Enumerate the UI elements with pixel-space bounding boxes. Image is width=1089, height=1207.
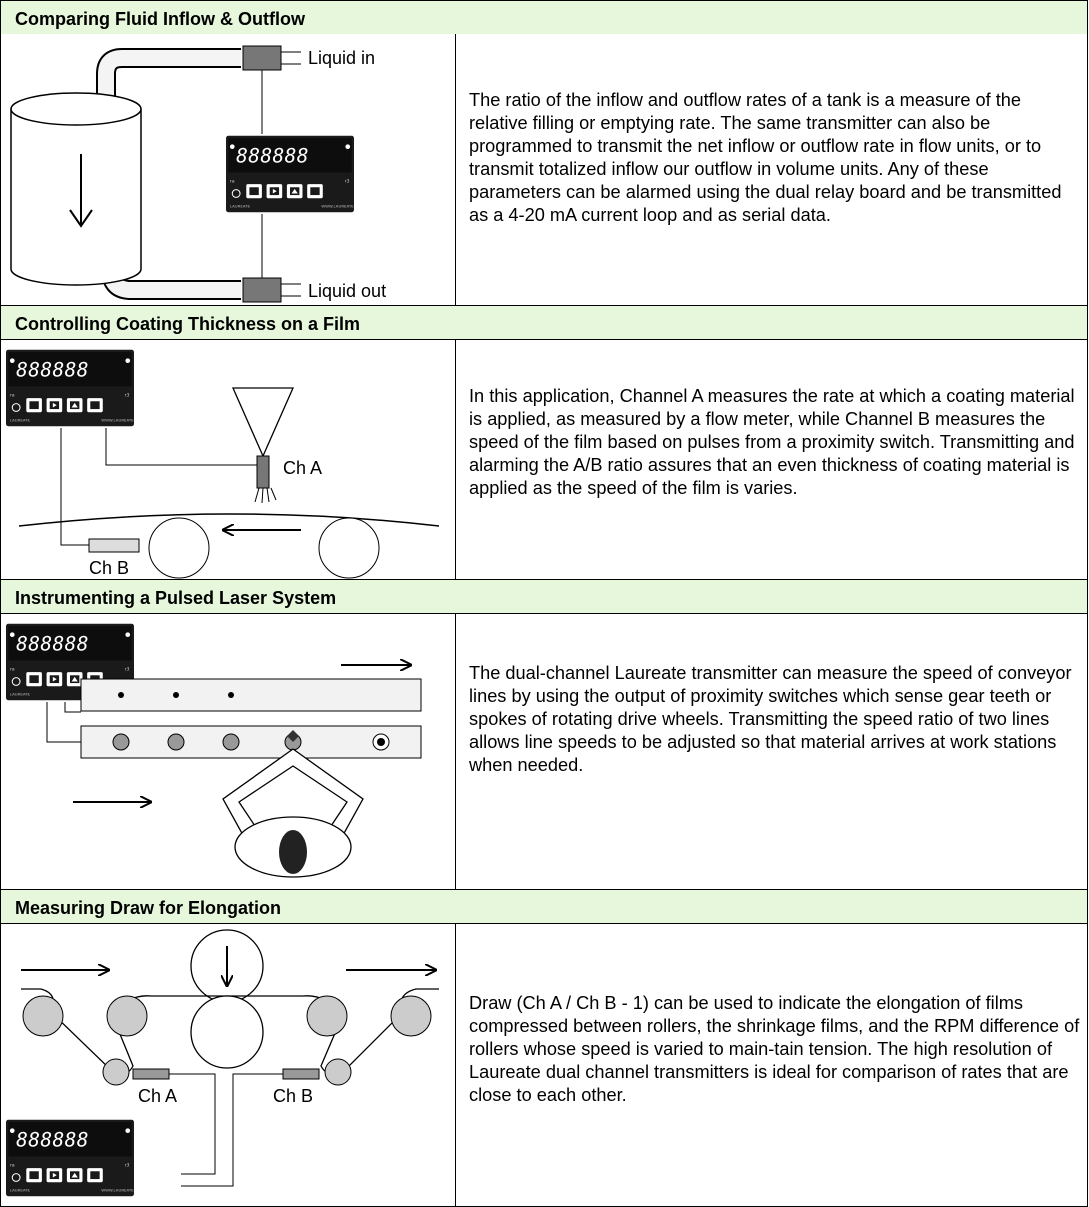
- diagram-coating-film: Ch A Ch B: [1, 340, 456, 580]
- section-title: Instrumenting a Pulsed Laser System: [15, 588, 337, 608]
- diagram-draw-rollers: Ch A Ch B: [1, 924, 456, 1206]
- section-text: Draw (Ch A / Ch B - 1) can be used to in…: [469, 993, 1080, 1105]
- section-header-draw: Measuring Draw for Elongation: [0, 889, 1088, 924]
- diagram-laser-conveyor: [1, 614, 456, 890]
- section-row-fluid: Liquid in Liquid out The ratio of the in…: [0, 34, 1088, 307]
- section-row-draw: Ch A Ch B Draw (Ch A / Ch B - 1) can be …: [0, 924, 1088, 1207]
- section-text: The dual-channel Laureate transmitter ca…: [469, 663, 1072, 775]
- section-header-laser: Instrumenting a Pulsed Laser System: [0, 579, 1088, 614]
- section-text: In this application, Channel A measures …: [469, 386, 1075, 498]
- section-row-laser: The dual-channel Laureate transmitter ca…: [0, 614, 1088, 891]
- section-title: Controlling Coating Thickness on a Film: [15, 314, 361, 334]
- label-ch-b: Ch B: [89, 558, 129, 578]
- label-liquid-out: Liquid out: [308, 281, 386, 301]
- label-ch-a: Ch A: [138, 1086, 177, 1106]
- section-text: The ratio of the inflow and outflow rate…: [469, 90, 1062, 225]
- section-header-fluid: Comparing Fluid Inflow & Outflow: [0, 0, 1088, 35]
- label-liquid-in: Liquid in: [308, 48, 375, 68]
- section-title: Measuring Draw for Elongation: [15, 898, 282, 918]
- section-row-coating: Ch A Ch B In this application, Channel A…: [0, 340, 1088, 581]
- label-ch-a: Ch A: [283, 458, 322, 478]
- diagram-fluid-flow: Liquid in Liquid out: [1, 34, 456, 306]
- label-ch-b: Ch B: [273, 1086, 313, 1106]
- section-title: Comparing Fluid Inflow & Outflow: [15, 9, 305, 29]
- section-header-coating: Controlling Coating Thickness on a Film: [0, 305, 1088, 340]
